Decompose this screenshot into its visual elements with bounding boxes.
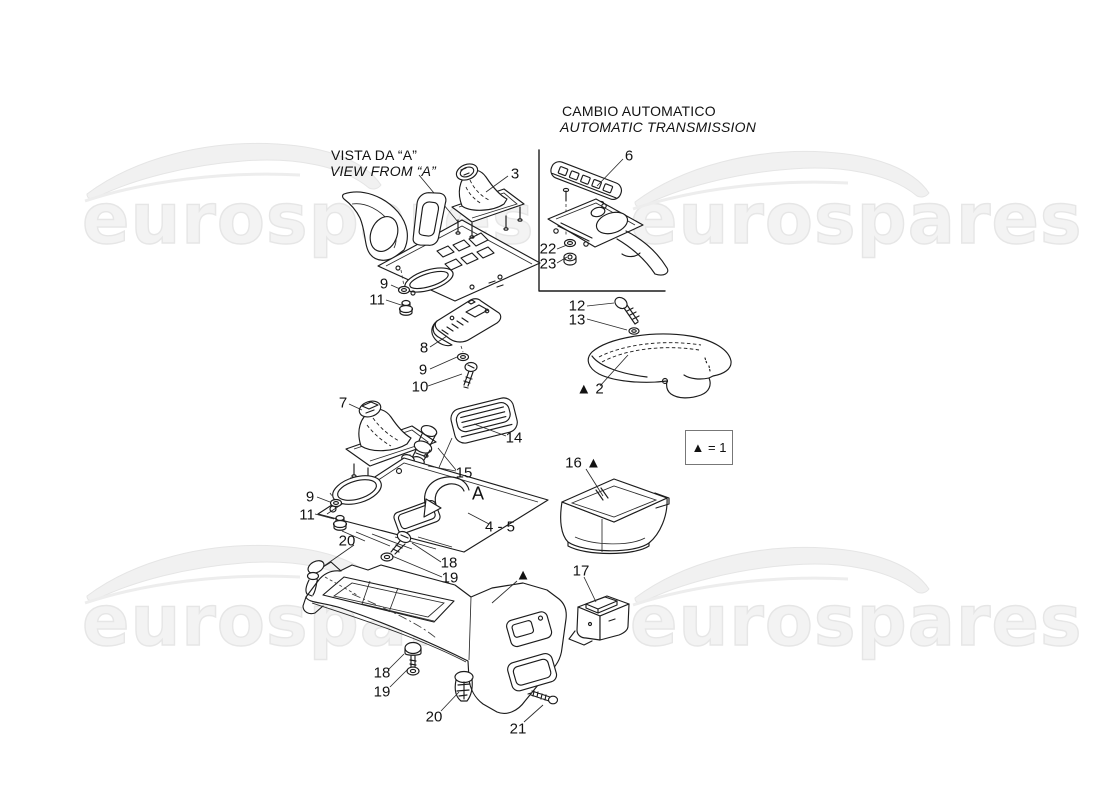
part-label-4-5: 4 - 5 [484, 518, 516, 536]
part-label-7: 7 [338, 394, 348, 412]
part-12-13-screw-washer-drawing [614, 296, 640, 335]
part-label-9-mid: 9 [418, 361, 428, 379]
part-label-2: ▲ 2 [576, 380, 604, 398]
inset-title: CAMBIO AUTOMATICO [562, 103, 716, 119]
part-20-clip-upper-drawing [305, 560, 358, 597]
part-14-lid-drawing [425, 397, 518, 498]
part-16-box-drawing [560, 478, 670, 555]
part-2-armrest-drawing [587, 333, 732, 399]
part-label-23: 23 [539, 255, 557, 273]
console-body-drawing [302, 561, 567, 714]
part-label-6: 6 [624, 147, 634, 165]
swoosh-top-right [632, 150, 930, 211]
part-label-8: 8 [419, 339, 429, 357]
part-label-9-lower: 9 [305, 488, 315, 506]
part-label-20-upper: 20 [338, 532, 356, 550]
part-label-10: 10 [411, 378, 429, 396]
part-8-bracket-drawing [431, 298, 502, 347]
part-label-A: A [471, 483, 485, 504]
part-label-18-lower: 18 [373, 664, 391, 682]
part-label-14: 14 [505, 429, 523, 447]
view-note-english: VIEW FROM “A” [330, 163, 437, 179]
inset-frame [538, 149, 666, 292]
fasteners-9-11-upper [397, 269, 414, 316]
part-mount-plate-drawing [547, 198, 669, 276]
inset-subtitle: AUTOMATIC TRANSMISSION [560, 119, 757, 135]
part-18-19-upper-drawing [380, 530, 412, 562]
top-assembly-plate-drawing [341, 174, 541, 302]
legend-text: ▲ = 1 [691, 440, 727, 455]
part-label-12: 12 [568, 297, 586, 315]
swoosh-bottom-right [632, 546, 930, 607]
legend-box: ▲ = 1 [685, 430, 733, 465]
part-label-15: 15 [455, 464, 473, 482]
part-label-18-upper: 18 [440, 554, 458, 572]
part-label-9-upper: 9 [379, 275, 389, 293]
part-label-20-lower: 20 [425, 708, 443, 726]
part-label-17: 17 [572, 562, 590, 580]
part-3-shift-boot-drawing [451, 163, 525, 239]
fasteners-9-10-lower [456, 345, 478, 389]
part-21-screw-drawing [527, 690, 559, 705]
callout-leader-lines [314, 158, 629, 723]
part-label-19-upper: 19 [441, 569, 459, 587]
part-7-boot-drawing [345, 400, 437, 500]
part-18-19-lower-drawing [404, 641, 422, 676]
part-label-3: 3 [510, 165, 520, 183]
part-label-19-lower: 19 [373, 683, 391, 701]
view-note-italian: VISTA DA “A” [331, 147, 418, 163]
part-label-11-lower: 11 [299, 506, 315, 524]
watermark-text-bottom-right: eurospares [629, 580, 1083, 662]
part-label-11-upper: 11 [369, 291, 385, 309]
part-label-21: 21 [509, 720, 527, 738]
part-label-16: 16 ▲ [565, 454, 601, 472]
swoosh-top-left [84, 142, 382, 203]
part-17-switch-drawing [568, 595, 630, 646]
watermark-text-top-right: eurospares [629, 178, 1083, 260]
part-45-plate-drawing [317, 457, 549, 553]
part-label-13: 13 [568, 311, 586, 329]
part-label-22: 22 [539, 240, 557, 258]
part-20-clip-lower-drawing [454, 670, 474, 702]
part-label-triangle: ▲ [515, 566, 531, 584]
